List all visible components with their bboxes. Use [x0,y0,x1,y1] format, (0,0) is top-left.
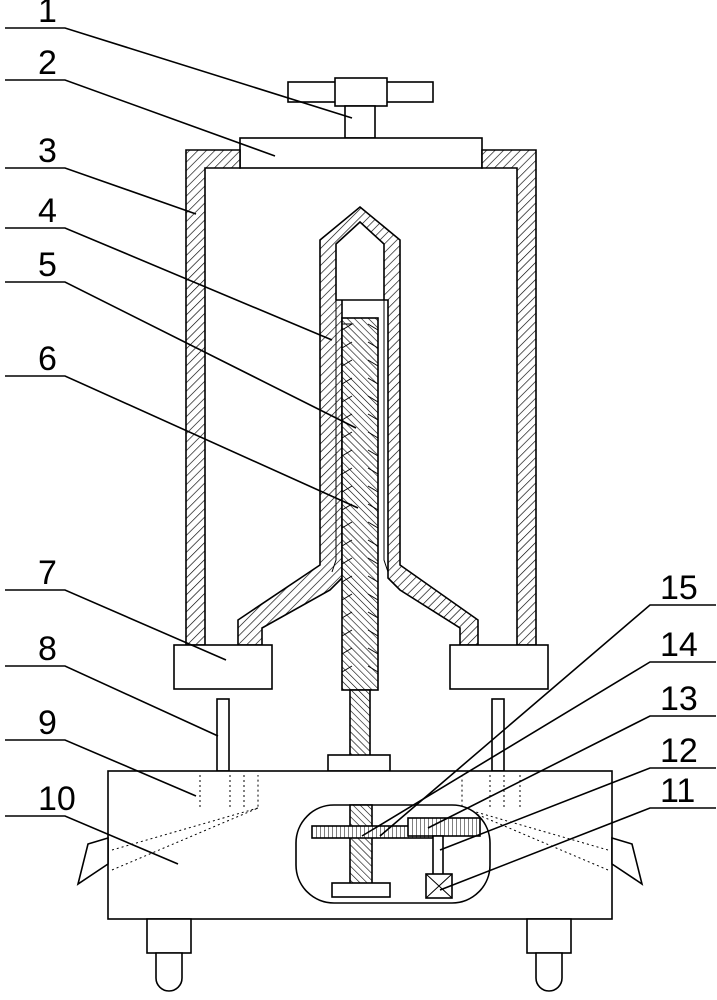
callout-11: 11 [660,772,695,810]
callout-14: 14 [660,626,698,664]
right-foot-block [449,644,549,690]
callout-2: 2 [38,44,57,82]
left-chute [76,836,109,886]
left-wheel [146,918,192,992]
top-plate [239,137,483,169]
callout-13: 13 [660,680,698,718]
callout-12: 12 [660,732,698,770]
left-guide-rod [216,698,230,772]
left-foot-block [173,644,273,690]
callout-3: 3 [38,132,57,170]
leader-lines [5,27,716,891]
handle [287,77,434,139]
callout-1: 1 [38,0,57,30]
callout-10: 10 [38,780,76,818]
right-chute [611,836,644,886]
callout-7: 7 [38,554,57,592]
callout-labels: 1 2 3 4 5 6 7 8 9 10 15 14 13 12 11 [38,0,698,818]
inner-tube [237,205,479,646]
callout-5: 5 [38,246,57,284]
screw-shaft [327,317,391,772]
right-wheel [526,918,572,992]
gearbox [295,804,491,904]
callout-8: 8 [38,630,57,668]
callout-9: 9 [38,704,57,742]
callout-6: 6 [38,340,57,378]
callout-15: 15 [660,569,698,607]
callout-4: 4 [38,192,57,230]
